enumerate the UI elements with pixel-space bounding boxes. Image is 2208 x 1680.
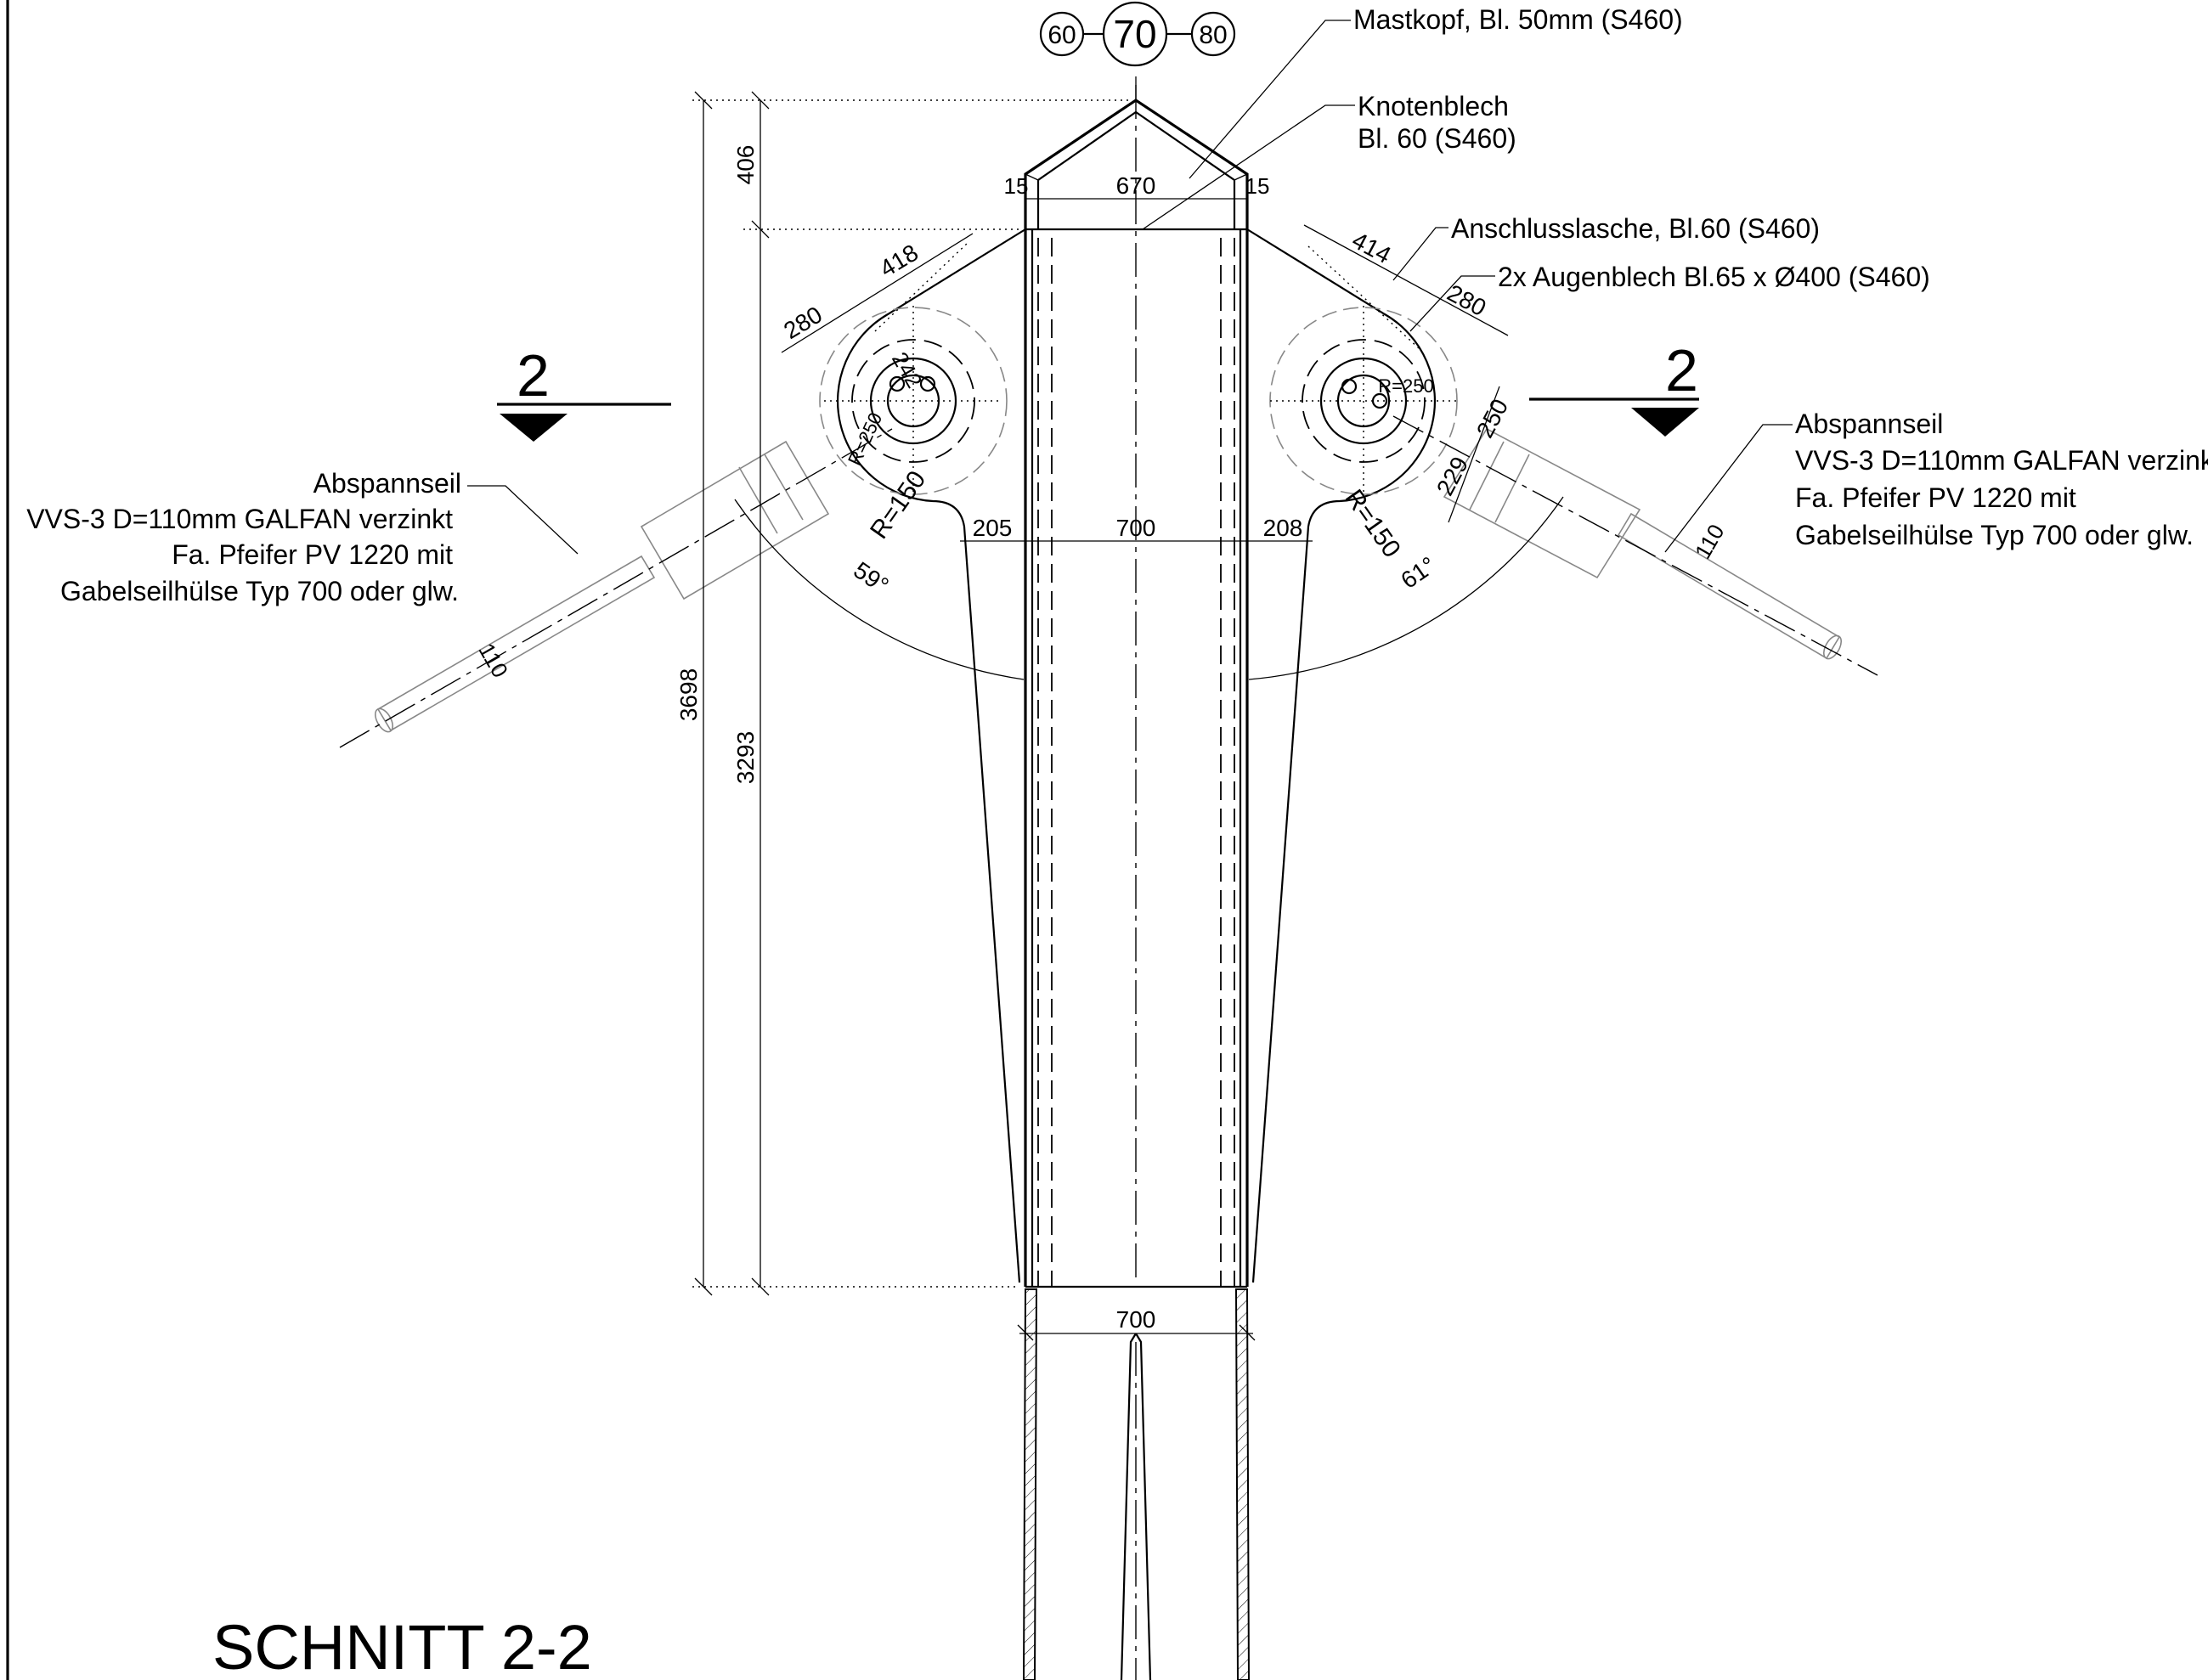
dim-pipe-width: 700 bbox=[1116, 1306, 1156, 1333]
dim-right-r250: R=250 bbox=[1378, 375, 1433, 397]
dim-left-280: 280 bbox=[779, 302, 827, 345]
callout-augenblech: 2x Augenblech Bl.65 x Ø400 (S460) bbox=[1498, 262, 1930, 292]
grid-bubble-80: 80 bbox=[1199, 21, 1227, 49]
dim-wall-left: 15 bbox=[1004, 173, 1029, 199]
dim-left-r150: R=150 bbox=[865, 466, 931, 544]
dim-head-height: 406 bbox=[732, 145, 759, 185]
grid-bubbles: 60 70 80 bbox=[1039, 1, 1236, 67]
dim-gap-right: 208 bbox=[1263, 515, 1303, 541]
callout-anschlusslasche: Anschlusslasche, Bl.60 (S460) bbox=[1451, 213, 1820, 244]
callout-mastkopf: Mastkopf, Bl. 50mm (S460) bbox=[1353, 4, 1683, 35]
dim-cable-right: 110 bbox=[1690, 520, 1730, 563]
callout-abspannseil-right-2: VVS-3 D=110mm GALFAN verzinkt bbox=[1795, 445, 2208, 476]
grid-bubble-60: 60 bbox=[1048, 21, 1076, 49]
callout-abspannseil-right-3: Fa. Pfeifer PV 1220 mit bbox=[1795, 482, 2076, 513]
dim-right-250: 250 bbox=[1471, 395, 1513, 443]
section-number-right: 2 bbox=[1665, 337, 1698, 403]
dimension-lines bbox=[692, 76, 1564, 1341]
dim-right-r150: R=150 bbox=[1340, 485, 1406, 563]
dim-gap-left: 205 bbox=[973, 515, 1013, 541]
section-mark-left: 2 bbox=[497, 342, 671, 442]
section-number-left: 2 bbox=[517, 342, 550, 409]
dim-shaft-height: 3293 bbox=[732, 731, 759, 784]
left-cable-socket bbox=[339, 428, 893, 748]
callout-abspannseil-right-4: Gabelseilhülse Typ 700 oder glw. bbox=[1795, 520, 2194, 550]
dim-left-r250: R=250 bbox=[844, 409, 886, 469]
callout-knotenblech-2: Bl. 60 (S460) bbox=[1358, 123, 1516, 154]
dim-left-418: 418 bbox=[875, 240, 923, 283]
callout-abspannseil-left-4: Gabelseilhülse Typ 700 oder glw. bbox=[60, 576, 459, 606]
grid-bubble-70: 70 bbox=[1113, 12, 1156, 56]
leader-lines bbox=[467, 20, 1793, 555]
lower-pipe bbox=[1022, 1288, 1251, 1680]
dim-angle-left: 59° bbox=[849, 556, 893, 599]
right-cable-socket bbox=[1392, 415, 1878, 676]
dim-angle-right: 61° bbox=[1396, 551, 1440, 594]
dim-total-height: 3698 bbox=[675, 668, 702, 721]
page-title: SCHNITT 2-2 bbox=[212, 1612, 592, 1680]
dim-head-width: 670 bbox=[1116, 172, 1156, 199]
section-mark-right: 2 bbox=[1529, 337, 1699, 437]
callout-abspannseil-right-1: Abspannseil bbox=[1795, 409, 1943, 439]
callout-abspannseil-left-3: Fa. Pfeifer PV 1220 mit bbox=[172, 539, 453, 570]
dimension-texts: 3698 3293 406 670 15 15 205 700 208 700 … bbox=[473, 145, 1729, 1333]
callout-abspannseil-left-2: VVS-3 D=110mm GALFAN verzinkt bbox=[26, 504, 453, 534]
callout-knotenblech-1: Knotenblech bbox=[1358, 91, 1509, 121]
dim-shaft-width: 700 bbox=[1116, 515, 1156, 541]
left-gusset-plate bbox=[819, 228, 1026, 1283]
right-gusset-plate bbox=[1246, 228, 1458, 1283]
callout-abspannseil-left-1: Abspannseil bbox=[313, 468, 461, 499]
dim-cable-left: 110 bbox=[473, 639, 513, 682]
dim-right-414: 414 bbox=[1348, 227, 1396, 268]
dim-right-280: 280 bbox=[1443, 279, 1491, 321]
mast-shaft bbox=[1024, 228, 1249, 1288]
dim-wall-right: 15 bbox=[1245, 173, 1270, 199]
callouts: Mastkopf, Bl. 50mm (S460) Knotenblech Bl… bbox=[26, 4, 2208, 606]
